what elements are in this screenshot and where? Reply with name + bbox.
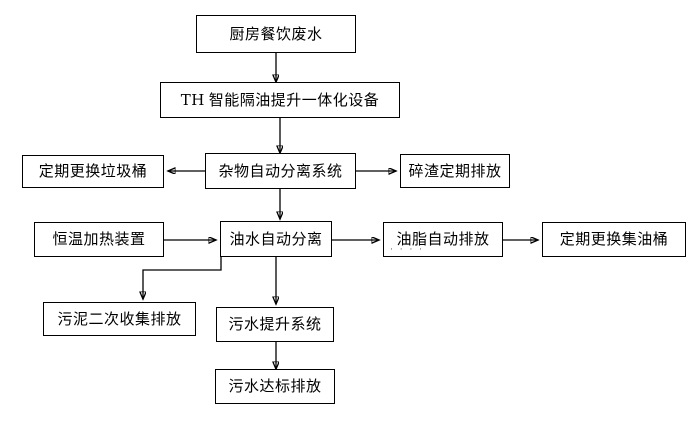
node-replace-trash-bin[interactable]: 定期更换垃圾桶	[22, 155, 164, 188]
node-label: 污水提升系统	[228, 315, 322, 333]
edge-n7-n10	[143, 257, 222, 299]
node-kitchen-wastewater[interactable]: 厨房餐饮废水	[196, 15, 356, 53]
node-label: 定期更换垃圾桶	[38, 162, 148, 180]
node-replace-oil-collection-barrel[interactable]: 定期更换集油桶	[542, 222, 686, 257]
node-slag-periodic-discharge[interactable]: 碎渣定期排放	[400, 154, 510, 188]
node-label: 厨房餐饮废水	[229, 24, 323, 43]
node-grease-auto-discharge[interactable]: 油脂自动排放	[383, 222, 503, 257]
node-debris-auto-separation-system[interactable]: 杂物自动分离系统	[205, 153, 356, 189]
node-label: 油水自动分离	[229, 229, 323, 248]
node-constant-temp-heater[interactable]: 恒温加热装置	[34, 222, 164, 257]
node-oil-water-auto-separation[interactable]: 油水自动分离	[220, 221, 332, 257]
node-label: 污泥二次收集排放	[57, 309, 182, 328]
node-sludge-secondary-collection-discharge[interactable]: 污泥二次收集排放	[43, 302, 196, 336]
node-label: 油脂自动排放	[396, 230, 490, 248]
node-sewage-compliant-discharge[interactable]: 污水达标排放	[215, 369, 335, 404]
node-label: 恒温加热装置	[52, 230, 146, 248]
node-label: 定期更换集油桶	[559, 230, 669, 248]
node-label: 污水达标排放	[228, 377, 322, 395]
node-label: 智能隔油提升一体化设备	[208, 90, 380, 109]
grease-box-speckle: · · · ·	[390, 245, 425, 255]
node-label-lead: TH	[180, 90, 205, 109]
node-label: 碎渣定期排放	[408, 161, 502, 180]
node-label: 杂物自动分离系统	[218, 161, 343, 180]
node-sewage-lifting-system[interactable]: 污水提升系统	[216, 307, 334, 342]
